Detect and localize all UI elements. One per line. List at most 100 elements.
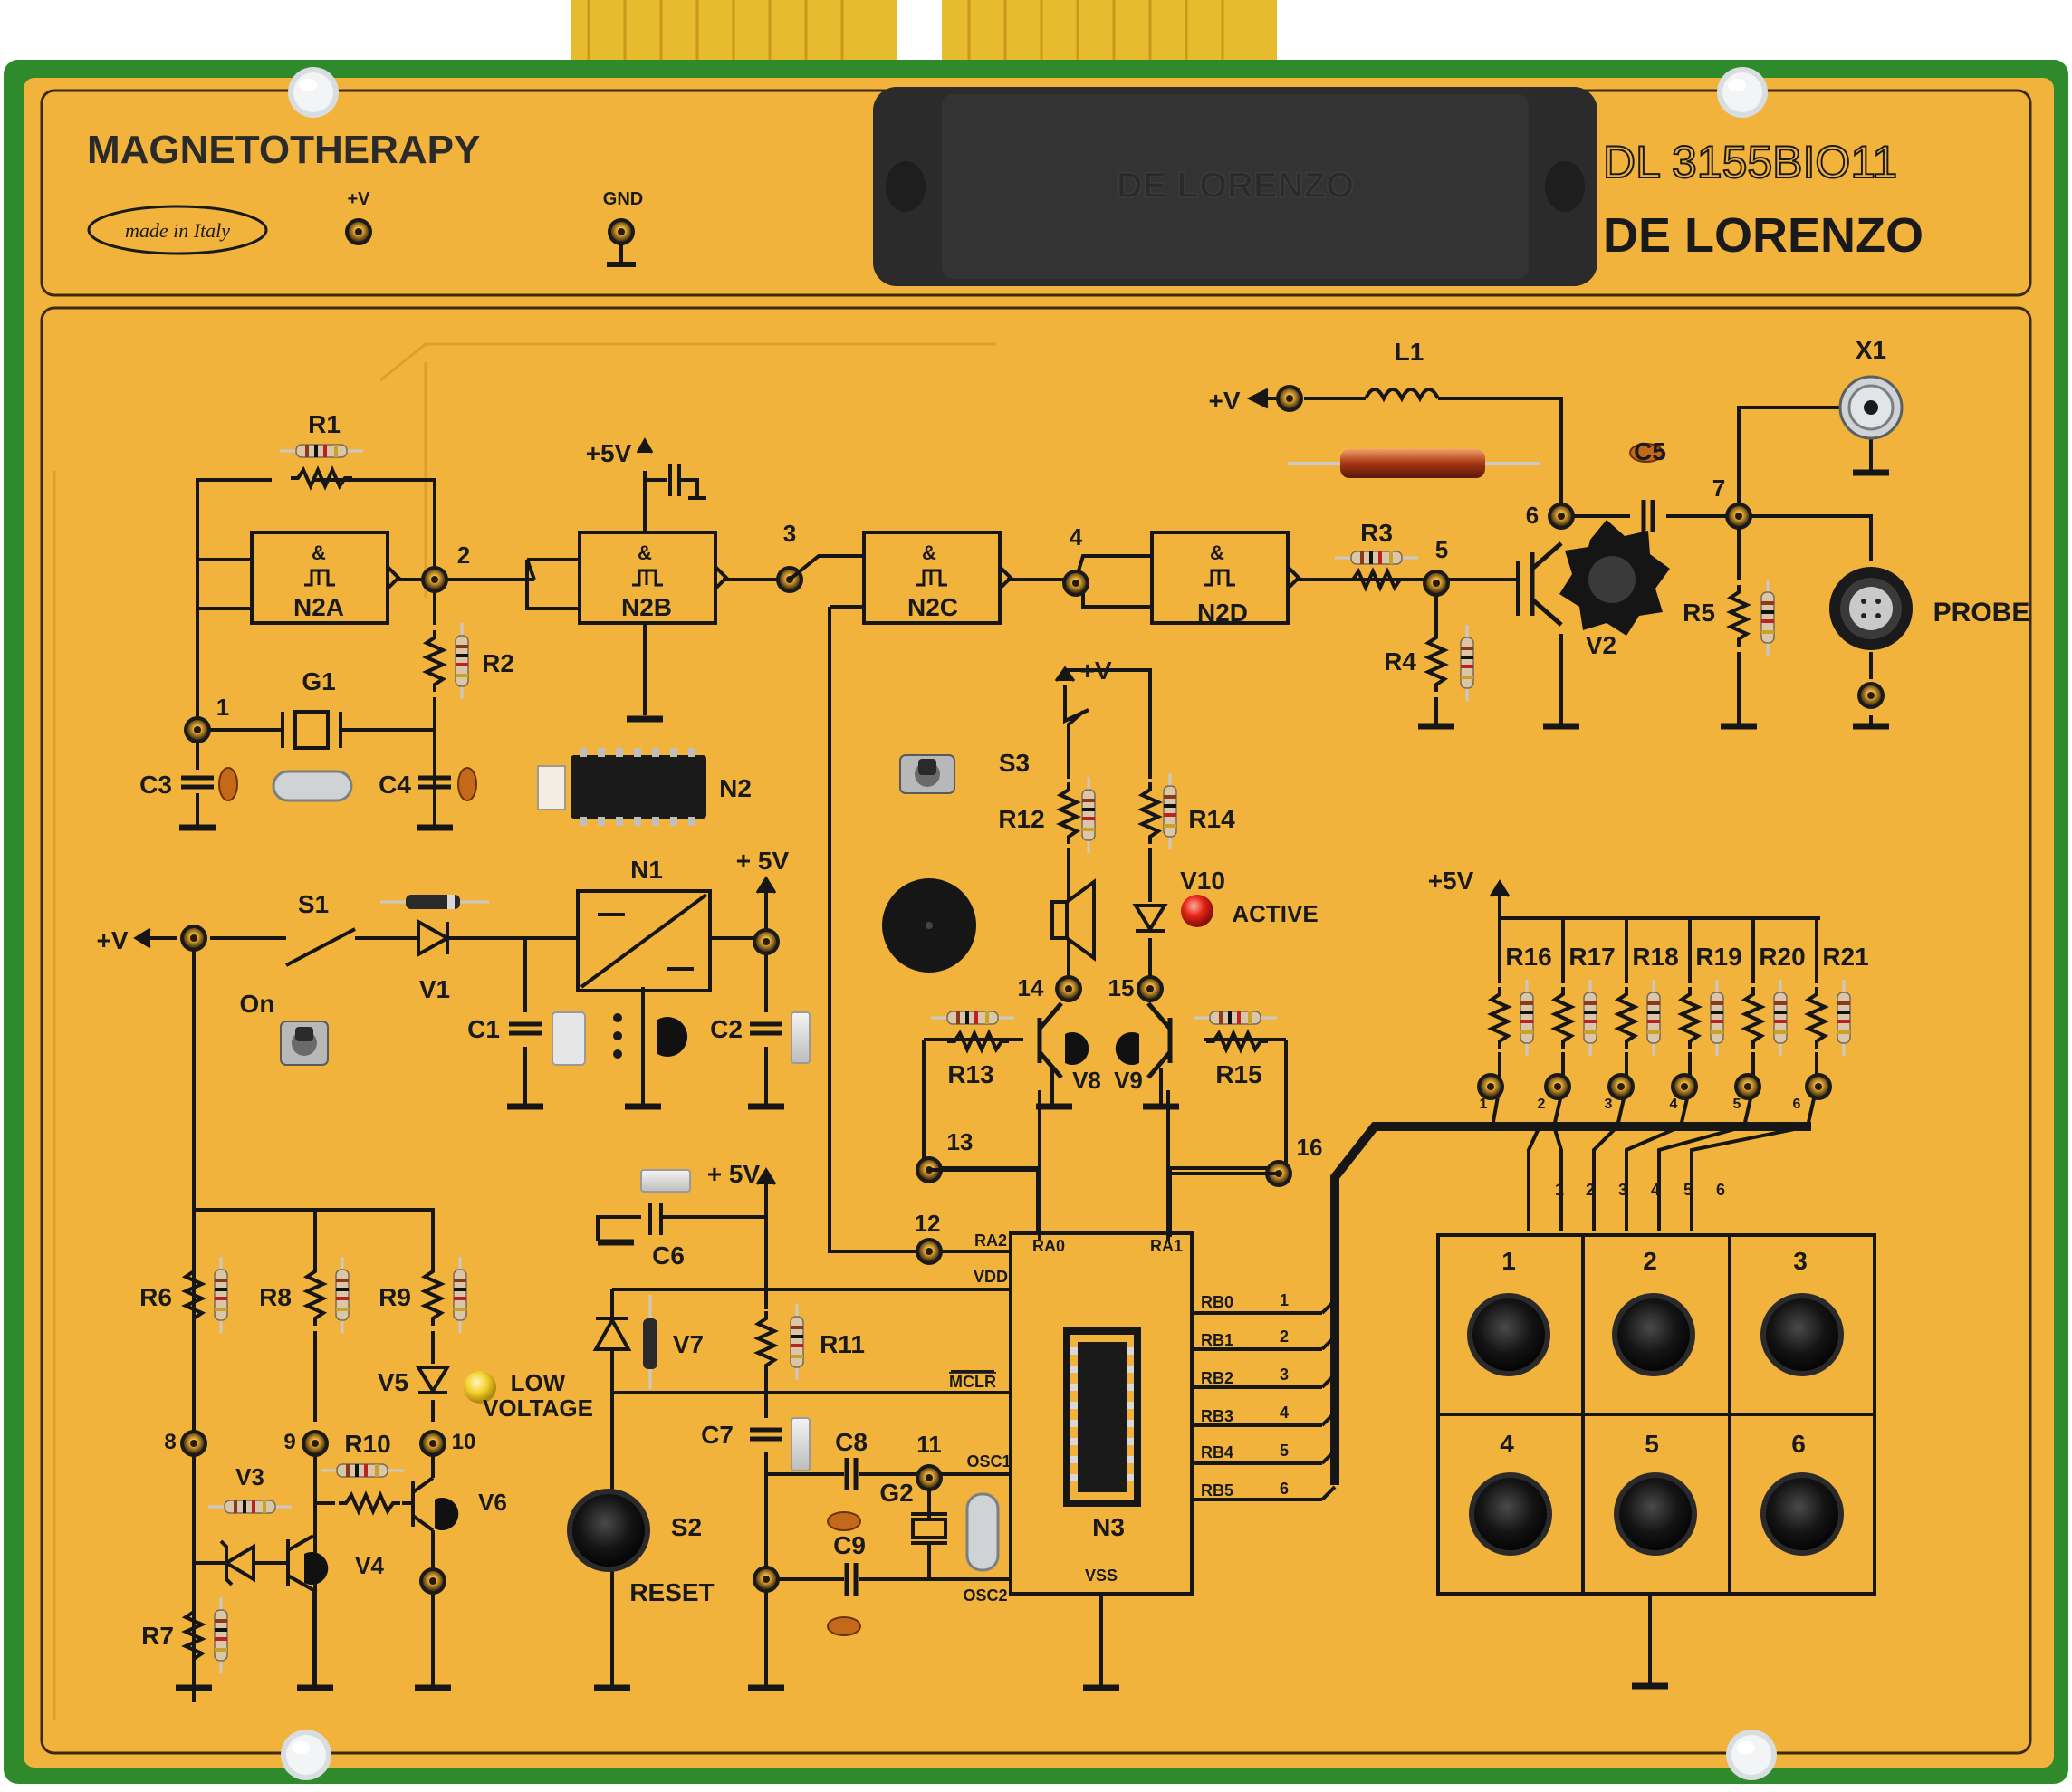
plus5v-mid-jack[interactable] [753, 928, 780, 955]
v1-label: V1 [419, 975, 450, 1003]
g1-crystal [272, 770, 353, 802]
key-1-button[interactable] [1467, 1293, 1550, 1376]
x1-bnc-connector[interactable] [1838, 375, 1904, 440]
node-2-jack[interactable] [421, 566, 448, 593]
rb2-bus-number: 3 [1280, 1366, 1289, 1384]
c9-capacitor [827, 1616, 861, 1636]
g2-crystal-symbol [911, 1512, 947, 1545]
node-15-label: 15 [1108, 974, 1135, 1001]
node-16-label: 16 [1297, 1134, 1323, 1161]
active-label: ACTIVE [1232, 900, 1318, 927]
n1-label: N1 [630, 856, 663, 884]
c9-gnd-jack[interactable] [753, 1566, 780, 1593]
v2-label: V2 [1586, 631, 1616, 659]
osc2-pin-label: OSC2 [963, 1586, 1007, 1605]
plus-v-s1-jack[interactable] [180, 925, 207, 952]
s1-on-switch[interactable] [280, 1021, 329, 1066]
v1-diode [380, 895, 489, 909]
plus5v-top-label: +5V [586, 439, 632, 467]
node-5-label: 5 [1435, 536, 1448, 563]
node-1-label: 1 [216, 694, 229, 721]
rb5-bus-number: 6 [1280, 1480, 1289, 1498]
r14-label: R14 [1188, 805, 1235, 833]
key-3-label: 3 [1793, 1247, 1808, 1275]
c6-capacitor [640, 1169, 691, 1193]
module-cover: DE LORENZO [873, 87, 1597, 286]
r9-label: R9 [379, 1283, 411, 1311]
c6-label: C6 [652, 1241, 685, 1270]
node-15-jack[interactable] [1137, 975, 1164, 1002]
keypad-pin3-label: 3 [1605, 1097, 1613, 1112]
node-6-jack[interactable] [1548, 503, 1575, 530]
low-label: LOW [511, 1369, 566, 1396]
node-1-jack[interactable] [184, 716, 211, 743]
cover-brand-embossed: DE LORENZO [1117, 166, 1354, 206]
node-8-jack[interactable] [180, 1430, 207, 1457]
v7-diode [643, 1295, 657, 1389]
header-gnd-jack[interactable] [608, 218, 635, 245]
v7-label: V7 [673, 1330, 704, 1358]
keypad-pin2-jack[interactable] [1544, 1073, 1571, 1100]
rb5-pin-label: RB5 [1201, 1481, 1233, 1500]
n2a-label: N2A [293, 593, 344, 621]
plus-v-l1-jack[interactable] [1276, 385, 1303, 412]
bus-4-label: 4 [1651, 1181, 1660, 1199]
c1-label: C1 [467, 1015, 500, 1043]
key-3-button[interactable] [1760, 1293, 1844, 1376]
plus5v-right-label: +5V [1428, 867, 1474, 895]
node-9-jack[interactable] [302, 1430, 329, 1457]
v8-label: V8 [1072, 1067, 1101, 1094]
key-4-button[interactable] [1469, 1472, 1552, 1556]
key-2-label: 2 [1643, 1247, 1657, 1275]
key-5-label: 5 [1645, 1430, 1659, 1458]
rb4-bus-number: 5 [1280, 1442, 1289, 1460]
g1-label: G1 [302, 667, 335, 695]
node-11-jack[interactable] [916, 1464, 943, 1491]
v10-led [1181, 895, 1213, 927]
key-5-button[interactable] [1614, 1472, 1697, 1556]
keypad-pin6-jack[interactable] [1805, 1073, 1832, 1100]
on-label: On [240, 990, 275, 1018]
header-plus-v-jack[interactable] [345, 218, 372, 245]
n3-ic-socket [1063, 1327, 1141, 1507]
n1-regulator [613, 1013, 688, 1059]
node-11-label: 11 [916, 1431, 942, 1458]
v7-diode-symbol [592, 1316, 632, 1351]
key-6-button[interactable] [1760, 1472, 1844, 1556]
keypad-grid [1436, 1233, 1876, 1684]
s3-label: S3 [999, 749, 1030, 777]
rb3-bus-number: 4 [1280, 1404, 1289, 1422]
n2c-label: N2C [907, 593, 958, 621]
r4-label: R4 [1384, 647, 1416, 676]
r21-label: R21 [1822, 943, 1868, 971]
node-6-label: 6 [1526, 502, 1539, 529]
node-12-jack[interactable] [916, 1238, 943, 1265]
node-14-jack[interactable] [1055, 975, 1082, 1002]
key-2-button[interactable] [1612, 1293, 1695, 1376]
l1-label: L1 [1395, 338, 1424, 366]
node-4-jack[interactable] [1062, 570, 1089, 597]
probe-connector[interactable] [1829, 567, 1913, 650]
s3-toggle-switch[interactable] [899, 754, 955, 794]
v6-collector-jack[interactable] [419, 1567, 446, 1595]
osc1-pin-label: OSC1 [966, 1452, 1011, 1471]
r1-label: R1 [308, 410, 341, 438]
n2a-amp-label: & [312, 541, 326, 564]
node-10-jack[interactable] [419, 1430, 446, 1457]
plus5v-c6-label: + 5V [707, 1160, 761, 1188]
plus-v-l1-label: +V [1208, 387, 1240, 415]
l1-inductor [1288, 449, 1540, 478]
v1-diode-symbol [417, 918, 452, 958]
key-4-label: 4 [1500, 1430, 1514, 1458]
probe-gnd-jack[interactable] [1857, 682, 1885, 709]
node-5-jack[interactable] [1423, 570, 1450, 597]
rb1-pin-label: RB1 [1201, 1331, 1233, 1349]
c1-capacitor [552, 1011, 586, 1066]
n2b-label: N2B [621, 593, 672, 621]
bus-2-label: 2 [1586, 1181, 1595, 1199]
c7-capacitor [791, 1417, 811, 1471]
ra0-pin-label: RA0 [1032, 1237, 1065, 1255]
s2-reset-button[interactable] [567, 1489, 650, 1572]
v4-label: V4 [355, 1552, 384, 1579]
node-7-jack[interactable] [1725, 503, 1752, 530]
